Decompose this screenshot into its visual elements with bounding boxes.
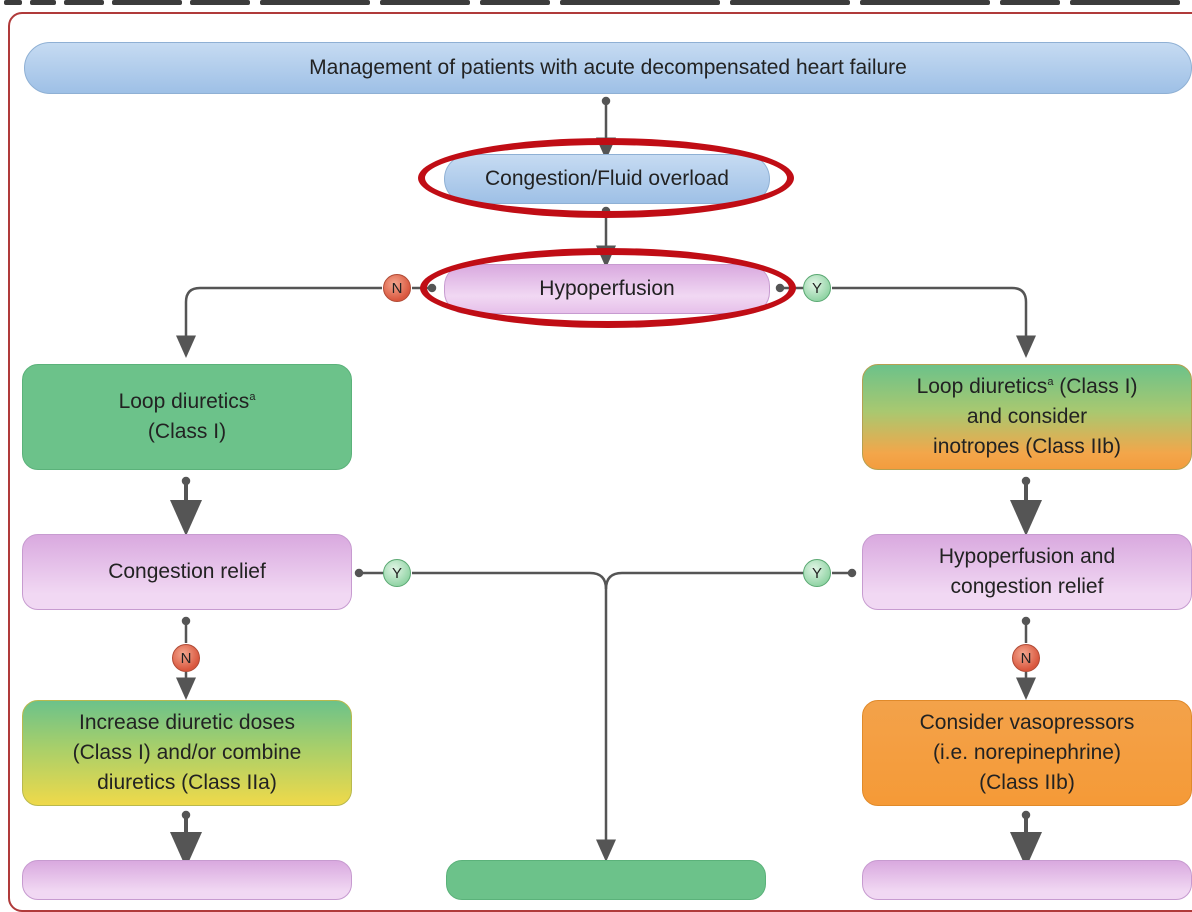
- yes-badge-right-2: Y: [803, 559, 831, 587]
- congestion-relief-node: Congestion relief: [22, 534, 352, 610]
- yes-badge-left: Y: [383, 559, 411, 587]
- vasopressors-text: Consider vasopressors (i.e. norepinephri…: [919, 711, 1135, 794]
- congestion-relief-text: Congestion relief: [108, 560, 266, 583]
- loop-right-line3: inotropes (Class IIb): [933, 435, 1121, 458]
- increase-diuretic-node: Increase diuretic doses (Class I) and/or…: [22, 700, 352, 806]
- loop-diuretics-right-node: Loop diureticsa (Class I) and consider i…: [862, 364, 1192, 470]
- bottom-left-node-partial: [22, 860, 352, 900]
- no-badge-right-2: N: [1012, 644, 1040, 672]
- loop-right-line2: and consider: [966, 405, 1088, 428]
- loop-diuretics-left-node: Loop diureticsa (Class I): [22, 364, 352, 470]
- highlight-ring-congestion: [418, 138, 794, 218]
- hypo-congestion-relief-text: Hypoperfusion and congestion relief: [938, 545, 1116, 598]
- title-node: Management of patients with acute decomp…: [24, 42, 1192, 94]
- no-badge-left-2: N: [172, 644, 200, 672]
- increase-diuretic-text: Increase diuretic doses (Class I) and/or…: [72, 711, 302, 794]
- highlight-ring-hypoperfusion: [420, 248, 796, 328]
- hypo-congestion-relief-node: Hypoperfusion and congestion relief: [862, 534, 1192, 610]
- yes-badge-right: Y: [803, 274, 831, 302]
- title-text: Management of patients with acute decomp…: [309, 56, 907, 79]
- bottom-center-node-partial: [446, 860, 766, 900]
- loop-left-line2: (Class I): [147, 420, 227, 443]
- no-badge-left: N: [383, 274, 411, 302]
- loop-left-line1: Loop diureticsa: [118, 390, 256, 413]
- vasopressors-node: Consider vasopressors (i.e. norepinephri…: [862, 700, 1192, 806]
- cropped-caption-strip: [0, 0, 1192, 7]
- loop-right-line1: Loop diureticsa (Class I): [916, 375, 1138, 398]
- bottom-right-node-partial: [862, 860, 1192, 900]
